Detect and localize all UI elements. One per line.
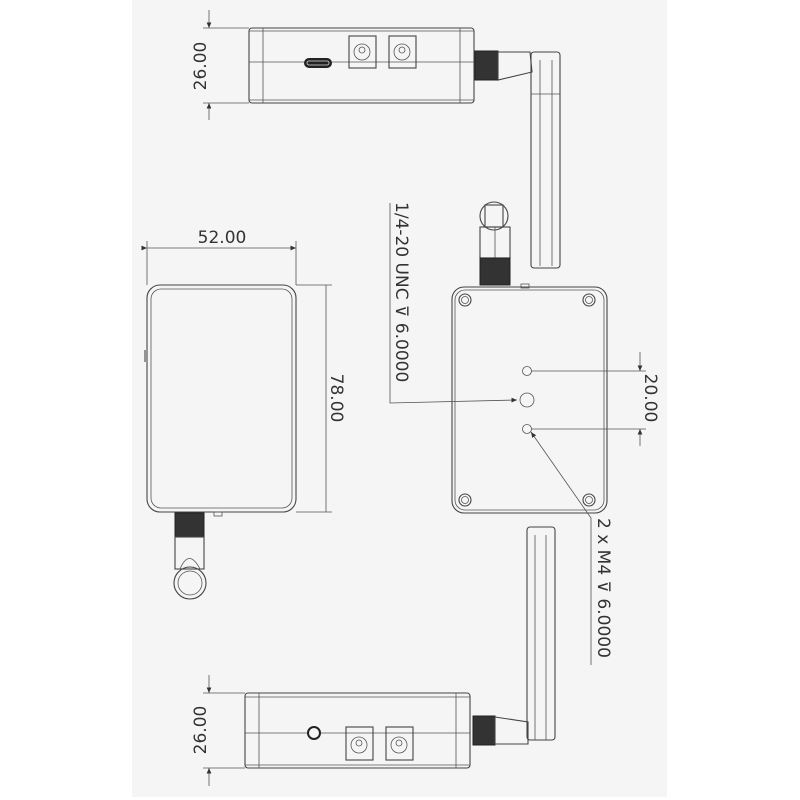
back-view: 20.00 1/4-20 UNC ⊽ 6.0000 2 x M4 ⊽ 6.000… bbox=[389, 201, 660, 741]
jack-connector bbox=[345, 726, 374, 761]
dim-label: 26.00 bbox=[191, 42, 211, 91]
dimension-width: 52.00 bbox=[141, 228, 297, 285]
screw-icon bbox=[582, 493, 596, 507]
usb-c-port bbox=[304, 58, 332, 68]
top-view: 26.00 bbox=[191, 10, 561, 269]
screw-icon bbox=[458, 293, 472, 307]
dimension-height-top: 26.00 bbox=[191, 10, 249, 120]
screw-icon bbox=[582, 293, 596, 307]
antenna bbox=[526, 526, 556, 741]
antenna bbox=[530, 51, 561, 269]
dim-label: 20.00 bbox=[640, 374, 660, 423]
jack-connector bbox=[385, 726, 414, 761]
dim-label: 52.00 bbox=[198, 228, 247, 248]
tripod-callout: 1/4-20 UNC ⊽ 6.0000 bbox=[389, 202, 518, 404]
sma-connector bbox=[174, 512, 205, 538]
jack-connector bbox=[388, 35, 417, 69]
sma-connector bbox=[472, 715, 496, 746]
front-view: 52.00 78.00 bbox=[141, 228, 346, 600]
callout-label: 1/4-20 UNC ⊽ 6.0000 bbox=[391, 202, 411, 382]
dimension-height-bottom: 26.00 bbox=[191, 675, 245, 786]
jack-connector bbox=[348, 35, 377, 69]
tripod-hole bbox=[519, 392, 535, 408]
dimension-length: 78.00 bbox=[296, 284, 346, 513]
mount-callout: 2 x M4 ⊽ 6.0000 bbox=[530, 431, 613, 665]
dim-label: 78.00 bbox=[326, 374, 346, 423]
callout-label: 2 x M4 ⊽ 6.0000 bbox=[593, 518, 613, 658]
audio-jack bbox=[307, 726, 321, 740]
sma-connector bbox=[474, 50, 499, 81]
screw-icon bbox=[458, 493, 472, 507]
sma-connector bbox=[479, 257, 511, 286]
dimension-hole-spacing: 20.00 bbox=[531, 352, 660, 446]
drawing-sheet bbox=[132, 0, 667, 797]
bottom-view: 26.00 bbox=[191, 675, 529, 786]
dim-label: 26.00 bbox=[191, 706, 211, 755]
